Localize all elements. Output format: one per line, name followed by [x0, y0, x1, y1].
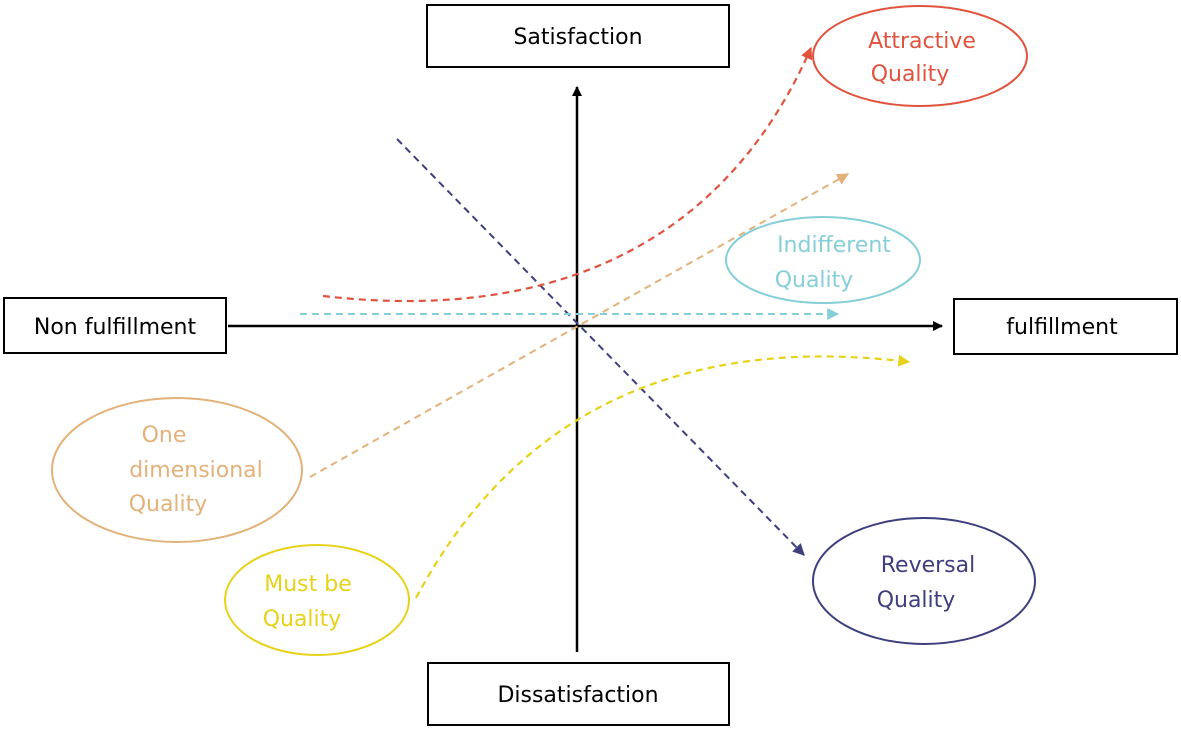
dissatisfaction-box: Dissatisfaction [427, 662, 730, 726]
one-dimensional-quality-line [309, 173, 850, 478]
reversal-quality-line [396, 138, 805, 556]
fulfillment-box: fulfillment [953, 298, 1178, 355]
satisfaction-label: Satisfaction [513, 25, 642, 50]
must-be-label-line1: Must be [264, 572, 352, 597]
must-be-quality-curve [415, 354, 911, 599]
satisfaction-box: Satisfaction [426, 4, 730, 68]
indifferent-quality-label-line1: Indifferent [777, 233, 891, 258]
attractive-quality-curve [322, 46, 813, 303]
reversal-quality-bubble: Reversal Quality [812, 517, 1036, 645]
indifferent-quality-label-line2: Quality [775, 268, 854, 293]
fulfillment-label: fulfillment [1006, 315, 1118, 340]
attractive-quality-label-line1: Attractive [868, 29, 976, 54]
non-fulfillment-label: Non fulfillment [34, 315, 197, 340]
one-dimensional-label-line1: One [142, 423, 187, 448]
dissatisfaction-label: Dissatisfaction [497, 683, 658, 708]
attractive-quality-bubble: Attractive Quality [812, 5, 1028, 107]
one-dimensional-quality-bubble: One dimensional Quality [51, 397, 303, 543]
non-fulfillment-box: Non fulfillment [3, 297, 227, 354]
reversal-quality-label-line1: Reversal [881, 553, 976, 578]
indifferent-quality-bubble: Indifferent Quality [725, 216, 921, 304]
reversal-quality-label-line2: Quality [877, 588, 956, 613]
must-be-quality-bubble: Must be Quality [224, 544, 410, 656]
must-be-label-line2: Quality [263, 607, 342, 632]
one-dimensional-label-line2: dimensional [129, 458, 263, 483]
one-dimensional-label-line3: Quality [129, 492, 208, 517]
attractive-quality-label-line2: Quality [871, 62, 950, 87]
